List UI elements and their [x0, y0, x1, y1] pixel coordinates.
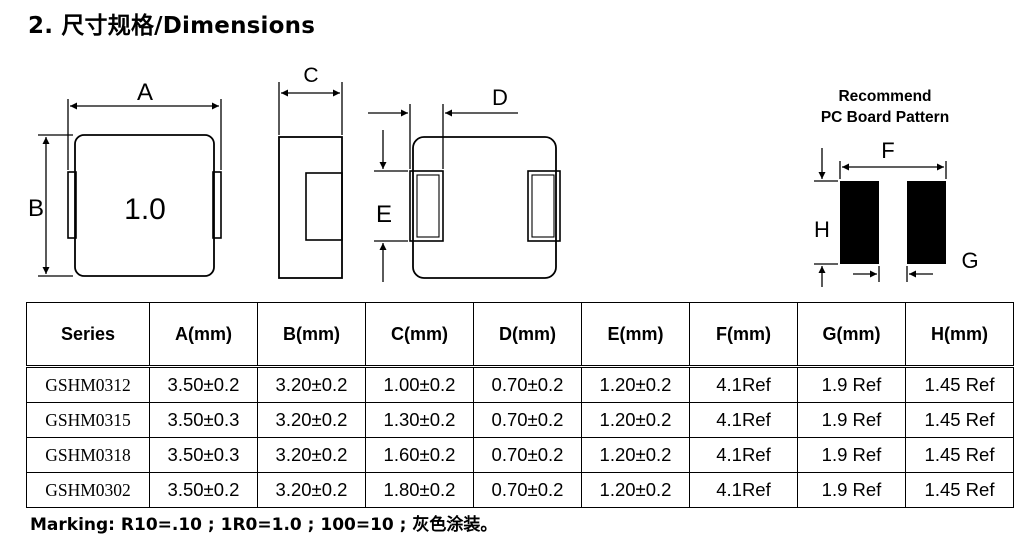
cell-series: GSHM0315	[26, 402, 150, 438]
cell-f: 4.1Ref	[689, 365, 798, 403]
cell-b: 3.20±0.2	[257, 472, 366, 508]
header-a: A(mm)	[149, 302, 258, 367]
label-a: A	[137, 79, 153, 106]
header-h: H(mm)	[905, 302, 1014, 367]
dimension-d: D	[368, 85, 518, 169]
cell-e: 1.20±0.2	[581, 365, 690, 403]
table-row: GSHM0302 3.50±0.2 3.20±0.2 1.80±0.2 0.70…	[26, 472, 1014, 508]
cell-g: 1.9 Ref	[797, 437, 906, 473]
label-h: H	[814, 217, 830, 242]
table-row: GSHM0315 3.50±0.3 3.20±0.2 1.30±0.2 0.70…	[26, 402, 1014, 438]
label-c: C	[303, 64, 318, 87]
marking-code: 1.0	[124, 193, 166, 226]
header-g: G(mm)	[797, 302, 906, 367]
marking-note: Marking: R10=.10 ; 1R0=1.0 ; 100=10 ; 灰色…	[30, 515, 498, 535]
cell-g: 1.9 Ref	[797, 402, 906, 438]
side-view	[278, 136, 343, 279]
dimension-b: B	[28, 134, 73, 277]
dimension-e: E	[374, 130, 408, 282]
recommend-line-2: PC Board Pattern	[820, 109, 950, 126]
cell-b: 3.20±0.2	[257, 402, 366, 438]
dimension-g: G	[853, 248, 979, 282]
cell-b: 3.20±0.2	[257, 437, 366, 473]
cell-a: 3.50±0.2	[149, 472, 258, 508]
cell-e: 1.20±0.2	[581, 437, 690, 473]
dimensions-table: Series A(mm) B(mm) C(mm) D(mm) E(mm) F(m…	[26, 302, 1014, 508]
label-d: D	[492, 85, 508, 110]
dimension-drawing: 1.0 A B C D	[28, 64, 979, 287]
header-c: C(mm)	[365, 302, 474, 367]
header-f: F(mm)	[689, 302, 798, 367]
dimension-a: A	[67, 79, 222, 170]
cell-a: 3.50±0.3	[149, 437, 258, 473]
pcb-pattern	[840, 181, 946, 264]
header-b: B(mm)	[257, 302, 366, 367]
table-header-row: Series A(mm) B(mm) C(mm) D(mm) E(mm) F(m…	[26, 302, 1014, 367]
cell-series: GSHM0302	[26, 472, 150, 508]
cell-b: 3.20±0.2	[257, 365, 366, 403]
cell-f: 4.1Ref	[689, 472, 798, 508]
top-view: 1.0	[67, 134, 222, 277]
label-b: B	[28, 195, 44, 222]
dimension-c: C	[278, 64, 343, 135]
dimension-f: F	[839, 138, 947, 179]
table-row: GSHM0318 3.50±0.3 3.20±0.2 1.60±0.2 0.70…	[26, 437, 1014, 473]
dimension-h: H	[814, 148, 838, 287]
label-e: E	[376, 201, 392, 228]
cell-e: 1.20±0.2	[581, 472, 690, 508]
table-row: GSHM0312 3.50±0.2 3.20±0.2 1.00±0.2 0.70…	[26, 365, 1014, 403]
header-d: D(mm)	[473, 302, 582, 367]
cell-d: 0.70±0.2	[473, 472, 582, 508]
cell-h: 1.45 Ref	[905, 402, 1014, 438]
bottom-view	[409, 136, 561, 279]
cell-e: 1.20±0.2	[581, 402, 690, 438]
cell-f: 4.1Ref	[689, 437, 798, 473]
cell-series: GSHM0312	[26, 365, 150, 403]
cell-g: 1.9 Ref	[797, 472, 906, 508]
cell-f: 4.1Ref	[689, 402, 798, 438]
section-heading: 2. 尺寸规格/Dimensions	[28, 13, 316, 39]
label-g: G	[961, 248, 978, 273]
cell-h: 1.45 Ref	[905, 437, 1014, 473]
cell-series: GSHM0318	[26, 437, 150, 473]
header-e: E(mm)	[581, 302, 690, 367]
label-f: F	[881, 138, 894, 163]
cell-c: 1.80±0.2	[365, 472, 474, 508]
header-series: Series	[26, 302, 150, 367]
cell-d: 0.70±0.2	[473, 365, 582, 403]
cell-d: 0.70±0.2	[473, 437, 582, 473]
cell-h: 1.45 Ref	[905, 472, 1014, 508]
recommend-line-1: Recommend	[838, 88, 932, 105]
cell-c: 1.60±0.2	[365, 437, 474, 473]
cell-h: 1.45 Ref	[905, 365, 1014, 403]
cell-a: 3.50±0.3	[149, 402, 258, 438]
cell-d: 0.70±0.2	[473, 402, 582, 438]
pcb-pattern-caption: Recommend PC Board Pattern	[790, 86, 980, 128]
cell-g: 1.9 Ref	[797, 365, 906, 403]
cell-a: 3.50±0.2	[149, 365, 258, 403]
cell-c: 1.30±0.2	[365, 402, 474, 438]
cell-c: 1.00±0.2	[365, 365, 474, 403]
